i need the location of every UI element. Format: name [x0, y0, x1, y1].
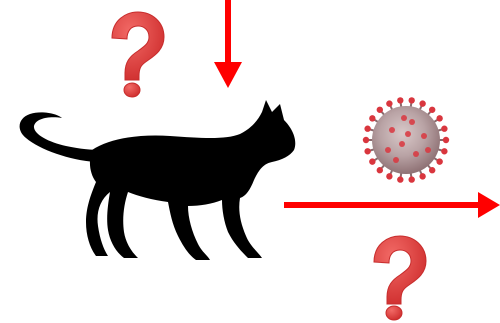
incoming-arrow [214, 0, 242, 88]
question-mark-bottom-icon [374, 236, 426, 320]
question-mark-top-icon [112, 12, 164, 97]
outgoing-arrow [284, 192, 500, 218]
cat-silhouette-icon [20, 100, 296, 260]
coronavirus-icon [363, 97, 449, 183]
